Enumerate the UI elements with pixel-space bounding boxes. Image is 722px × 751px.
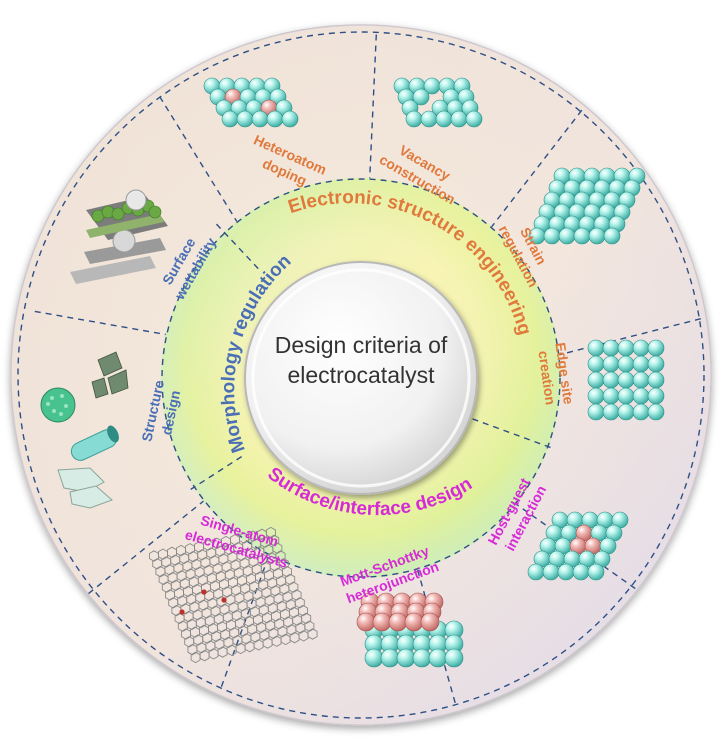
strain-atom-grid <box>528 167 646 245</box>
atom <box>412 88 430 106</box>
outer-dashed-border <box>17 31 705 719</box>
atom <box>632 387 650 405</box>
center-title-line-1: Design criteria of <box>274 332 448 358</box>
atom <box>380 648 400 668</box>
atom <box>428 648 448 668</box>
atom <box>587 563 605 581</box>
atom <box>543 227 561 245</box>
dopant-atom <box>356 612 376 632</box>
atom <box>617 339 635 357</box>
atom <box>266 110 284 128</box>
atom <box>587 387 605 405</box>
dopant-atom <box>372 612 392 632</box>
host-guest-atom-grid <box>527 511 629 581</box>
surface-wettability-illustration <box>70 189 168 284</box>
dopant-atom <box>388 612 408 632</box>
category-dividers <box>190 221 551 490</box>
atom <box>602 403 620 421</box>
mott-schottky-atom-grid <box>356 592 464 668</box>
atom <box>632 355 650 373</box>
atom <box>450 110 468 128</box>
atom <box>542 563 560 581</box>
dopant-atom <box>404 612 424 632</box>
atom <box>632 339 650 357</box>
atom <box>587 371 605 389</box>
atom <box>617 387 635 405</box>
atom <box>221 110 239 128</box>
atom <box>617 403 635 421</box>
atom <box>647 403 665 421</box>
atom <box>412 648 432 668</box>
single-atom-graphene-sheet <box>149 526 318 664</box>
edge-site-atom-grid <box>587 339 665 421</box>
single-atom-site <box>221 597 227 603</box>
atom <box>587 339 605 357</box>
atom <box>587 403 605 421</box>
atom <box>588 227 606 245</box>
atom <box>405 110 423 128</box>
atom <box>602 339 620 357</box>
atom <box>632 403 650 421</box>
atom <box>236 110 254 128</box>
structure-design-illustration <box>40 351 129 509</box>
center-title-line-2: electrocatalyst <box>287 362 435 388</box>
atom <box>647 371 665 389</box>
single-atom-site <box>201 589 207 595</box>
atom <box>465 110 483 128</box>
atom <box>573 227 591 245</box>
atom <box>617 355 635 373</box>
atom <box>281 110 299 128</box>
center-title: Design criteria of electrocatalyst <box>241 330 481 390</box>
atom <box>527 563 545 581</box>
atom <box>647 355 665 373</box>
atom <box>632 371 650 389</box>
atom <box>420 110 438 128</box>
dopant-atom <box>420 612 440 632</box>
atom <box>572 563 590 581</box>
atom <box>617 371 635 389</box>
atom <box>603 227 621 245</box>
atom <box>435 110 453 128</box>
atom <box>602 387 620 405</box>
atom <box>557 563 575 581</box>
heteroatom-atom-grid <box>203 77 299 128</box>
atom <box>364 648 384 668</box>
center-disc <box>244 261 478 495</box>
atom <box>251 110 269 128</box>
atom <box>558 227 576 245</box>
atom <box>602 355 620 373</box>
atom <box>444 648 464 668</box>
single-atom-site <box>179 609 185 615</box>
atom <box>587 355 605 373</box>
atom <box>602 371 620 389</box>
atom <box>647 387 665 405</box>
vacancy-atom-grid <box>393 77 483 128</box>
atom <box>396 648 416 668</box>
atom <box>647 339 665 357</box>
category-ring-border <box>161 178 561 578</box>
